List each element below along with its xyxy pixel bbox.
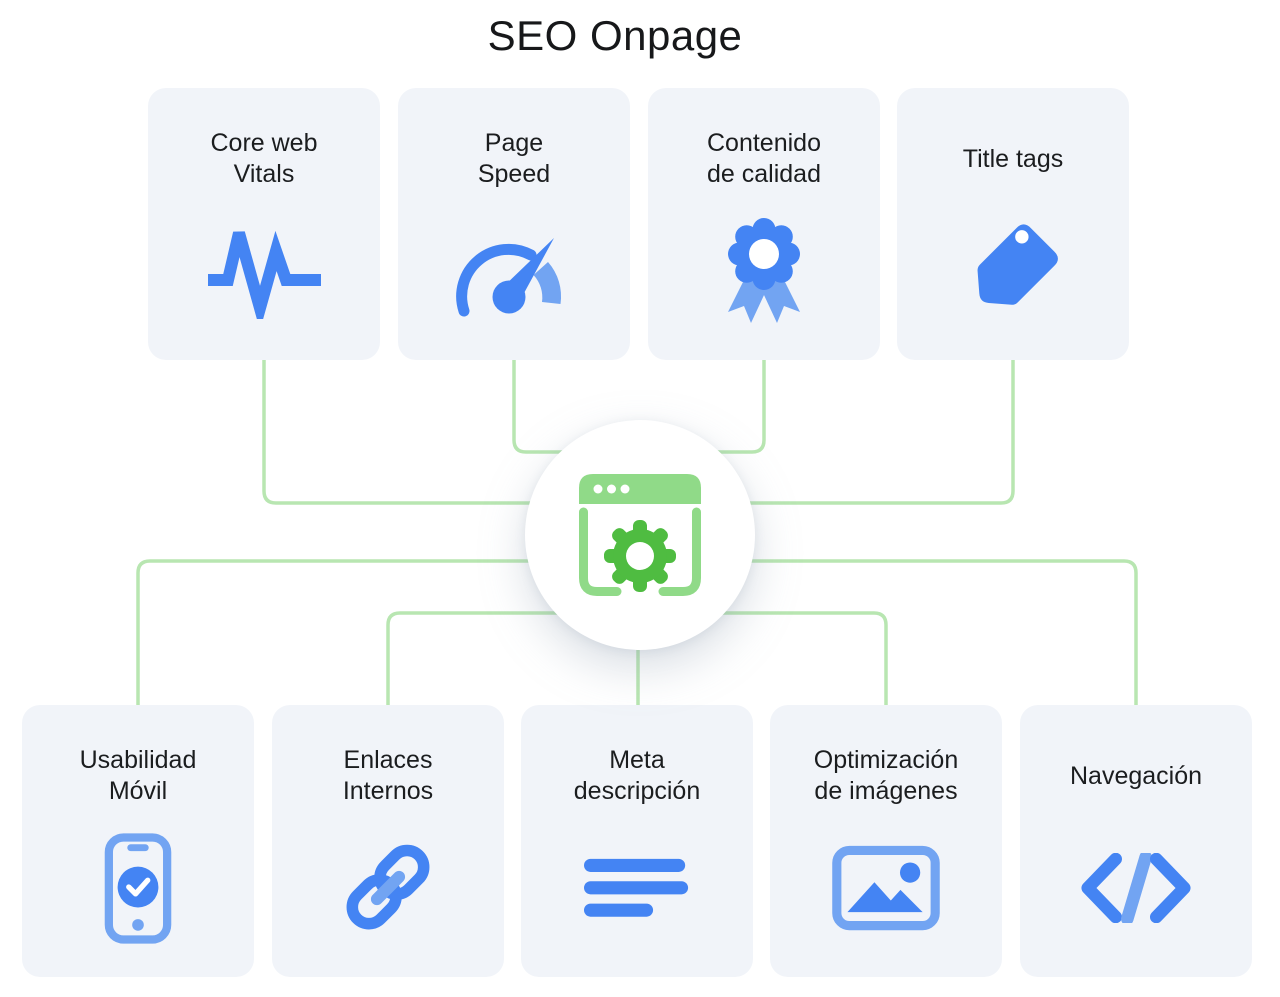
card-optimizacion-de-imagenes: Optimización de imágenes bbox=[770, 705, 1002, 977]
card-label: Title tags bbox=[963, 124, 1064, 194]
card-label-line: Core web bbox=[210, 129, 318, 157]
card-meta-descripcion: Meta descripción bbox=[521, 705, 753, 977]
card-icon-area bbox=[148, 194, 380, 360]
tag-icon bbox=[977, 224, 1058, 305]
card-icon-area bbox=[648, 194, 880, 360]
card-label-line: Title tags bbox=[962, 144, 1064, 173]
card-label-line: Page bbox=[484, 129, 544, 157]
page-title: SEO Onpage bbox=[487, 12, 743, 59]
card-page-speed: Page Speed bbox=[398, 88, 630, 360]
card-title-tags: Title tags bbox=[897, 88, 1129, 360]
card-icon-area bbox=[521, 811, 753, 977]
card-label-line: Meta bbox=[609, 746, 665, 774]
card-label-line: Contenido bbox=[707, 129, 821, 157]
card-label-line: Móvil bbox=[108, 777, 168, 805]
center-hub bbox=[525, 420, 755, 650]
link-icon bbox=[346, 844, 430, 930]
card-label: Navegación bbox=[1070, 741, 1202, 811]
card-enlaces-internos: Enlaces Internos bbox=[272, 705, 504, 977]
card-icon-area bbox=[770, 811, 1002, 977]
text-lines-icon bbox=[583, 858, 688, 917]
award-badge-icon bbox=[728, 218, 800, 323]
browser-gear-icon bbox=[579, 474, 701, 596]
card-navegacion: Navegación bbox=[1020, 705, 1252, 977]
mobile-check-icon bbox=[104, 832, 172, 944]
speedometer-icon bbox=[456, 238, 562, 317]
card-label-line: Vitals bbox=[233, 160, 295, 188]
card-label-line: Speed bbox=[477, 160, 551, 188]
card-label: Page Speed bbox=[478, 124, 550, 194]
card-label-line: de calidad bbox=[707, 160, 821, 188]
card-label-line: Internos bbox=[342, 777, 434, 805]
card-icon-area bbox=[398, 194, 630, 360]
card-label: Enlaces Internos bbox=[343, 741, 433, 811]
card-core-web-vitals: Core web Vitals bbox=[148, 88, 380, 360]
card-label: Optimización de imágenes bbox=[814, 741, 959, 811]
card-label-line: descripción bbox=[573, 777, 701, 805]
card-icon-area bbox=[1020, 811, 1252, 977]
card-icon-area bbox=[272, 811, 504, 977]
card-label-line: Navegación bbox=[1069, 761, 1203, 790]
card-label-line: Optimización bbox=[813, 746, 959, 774]
card-label-line: de imágenes bbox=[814, 777, 958, 805]
card-label: Contenido de calidad bbox=[707, 124, 821, 194]
card-icon-area bbox=[22, 811, 254, 977]
card-contenido-de-calidad: Contenido de calidad bbox=[648, 88, 880, 360]
card-label: Meta descripción bbox=[574, 741, 700, 811]
card-icon-area bbox=[897, 194, 1129, 360]
card-label: Usabilidad Móvil bbox=[80, 741, 197, 811]
card-label-line: Usabilidad bbox=[79, 746, 197, 774]
card-usabilidad-movil: Usabilidad Móvil bbox=[22, 705, 254, 977]
card-label-line: Enlaces bbox=[343, 746, 433, 774]
code-icon bbox=[1081, 853, 1191, 923]
image-icon bbox=[832, 845, 940, 931]
pulse-icon bbox=[207, 230, 321, 319]
card-label: Core web Vitals bbox=[211, 124, 318, 194]
